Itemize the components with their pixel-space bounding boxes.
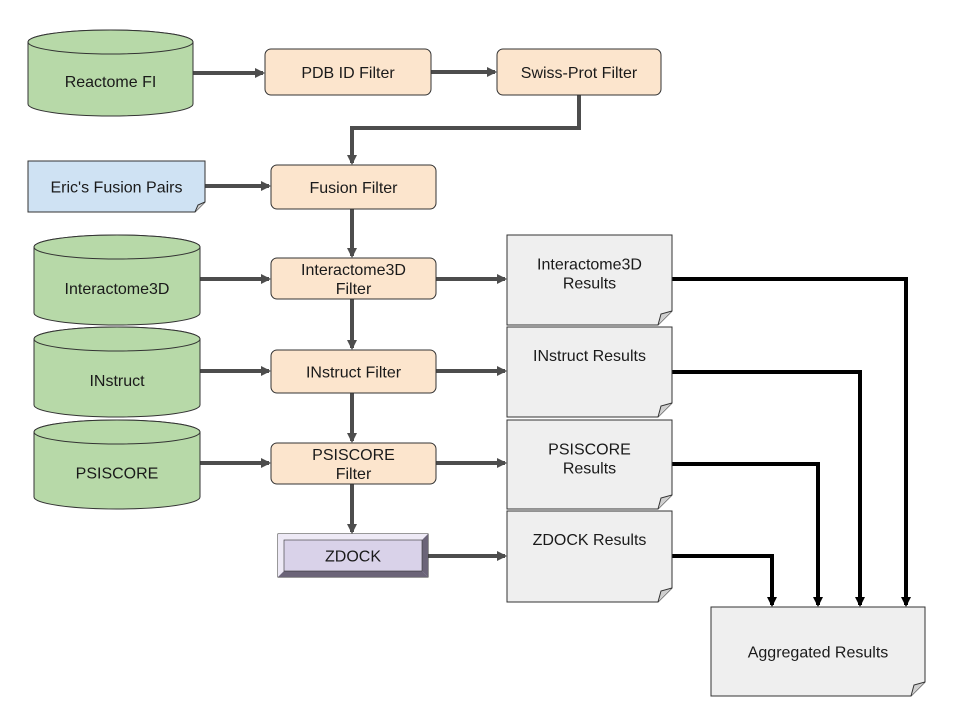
node-zdock: ZDOCK xyxy=(277,533,429,578)
node-label: PSISCORE xyxy=(76,466,159,483)
tool-bevel-top xyxy=(278,534,428,540)
database-cylinder-top xyxy=(33,419,201,445)
node-eric: Eric's Fusion Pairs xyxy=(27,160,206,213)
node-swissprot: Swiss-Prot Filter xyxy=(496,48,662,96)
nodes-layer: Reactome FI PDB ID Filter Swiss-Prot Filte… xyxy=(27,29,926,697)
tool-box-inner xyxy=(283,539,423,572)
node-interactome-db: Interactome3D xyxy=(33,234,201,326)
document-fold xyxy=(910,681,926,697)
node-label: Filter xyxy=(336,466,372,483)
process-box xyxy=(270,257,437,300)
document-fold xyxy=(657,402,673,418)
tool-bevel-left xyxy=(278,534,284,577)
node-psiscore-db: PSISCORE xyxy=(33,419,201,510)
node-label: PSISCORE xyxy=(312,447,395,464)
node-label: Fusion Filter xyxy=(309,180,398,197)
tool-bevel-bottom xyxy=(278,571,428,577)
node-label: ZDOCK Results xyxy=(533,532,647,549)
node-label: INstruct Filter xyxy=(306,365,402,382)
node-label: Interactome3D xyxy=(301,262,406,279)
arrow-zdock_results-to-aggregated xyxy=(672,554,777,607)
node-zdock-results: ZDOCK Results xyxy=(506,510,673,603)
node-instruct-results: INstruct Results xyxy=(506,326,673,418)
database-cylinder-top xyxy=(33,326,201,352)
arrow-instruct_results-to-aggregated xyxy=(672,370,865,607)
node-label: Results xyxy=(563,276,616,293)
node-label: PSISCORE xyxy=(548,442,631,459)
arrow-interactome_results-to-aggregated xyxy=(672,277,911,607)
node-label: INstruct Results xyxy=(533,348,646,365)
node-interactome-results: Interactome3D Results xyxy=(506,234,673,326)
process-box xyxy=(264,48,432,96)
node-reactome: Reactome FI xyxy=(27,29,194,117)
process-box xyxy=(496,48,662,96)
edges-layer xyxy=(193,67,911,607)
document-fold xyxy=(194,201,206,213)
document-shape xyxy=(506,510,673,603)
database-cylinder-top xyxy=(33,234,201,260)
arrow-psiscore_results-to-aggregated xyxy=(672,462,823,607)
node-instruct-filter: INstruct Filter xyxy=(270,349,437,394)
node-label: Aggregated Results xyxy=(748,645,889,662)
arrow-swissprot-to-fusion xyxy=(347,95,581,165)
process-box xyxy=(270,164,437,210)
node-label: Filter xyxy=(336,281,372,298)
node-label: Eric's Fusion Pairs xyxy=(51,180,183,197)
node-fusion: Fusion Filter xyxy=(270,164,437,210)
process-box xyxy=(270,349,437,394)
document-fold xyxy=(657,310,673,326)
node-label: Reactome FI xyxy=(65,74,157,91)
document-fold xyxy=(657,494,673,510)
node-label: INstruct xyxy=(89,373,145,390)
node-label: ZDOCK xyxy=(325,549,381,566)
node-instruct-db: INstruct xyxy=(33,326,201,418)
node-label: Swiss-Prot Filter xyxy=(521,65,638,82)
node-label: Interactome3D xyxy=(65,281,170,298)
node-label: Results xyxy=(563,461,616,478)
database-cylinder-top xyxy=(27,29,194,55)
node-aggregated: Aggregated Results xyxy=(710,606,926,697)
node-psiscore-results: PSISCORE Results xyxy=(506,419,673,510)
node-psiscore-filter: PSISCORE Filter xyxy=(270,442,437,485)
node-interactome-filter: Interactome3D Filter xyxy=(270,257,437,300)
tool-bevel-right xyxy=(422,534,428,577)
document-shape xyxy=(506,326,673,418)
document-fold xyxy=(657,587,673,603)
process-box xyxy=(270,442,437,485)
node-label: PDB ID Filter xyxy=(301,65,395,82)
node-pdb: PDB ID Filter xyxy=(264,48,432,96)
node-label: Interactome3D xyxy=(537,257,642,274)
